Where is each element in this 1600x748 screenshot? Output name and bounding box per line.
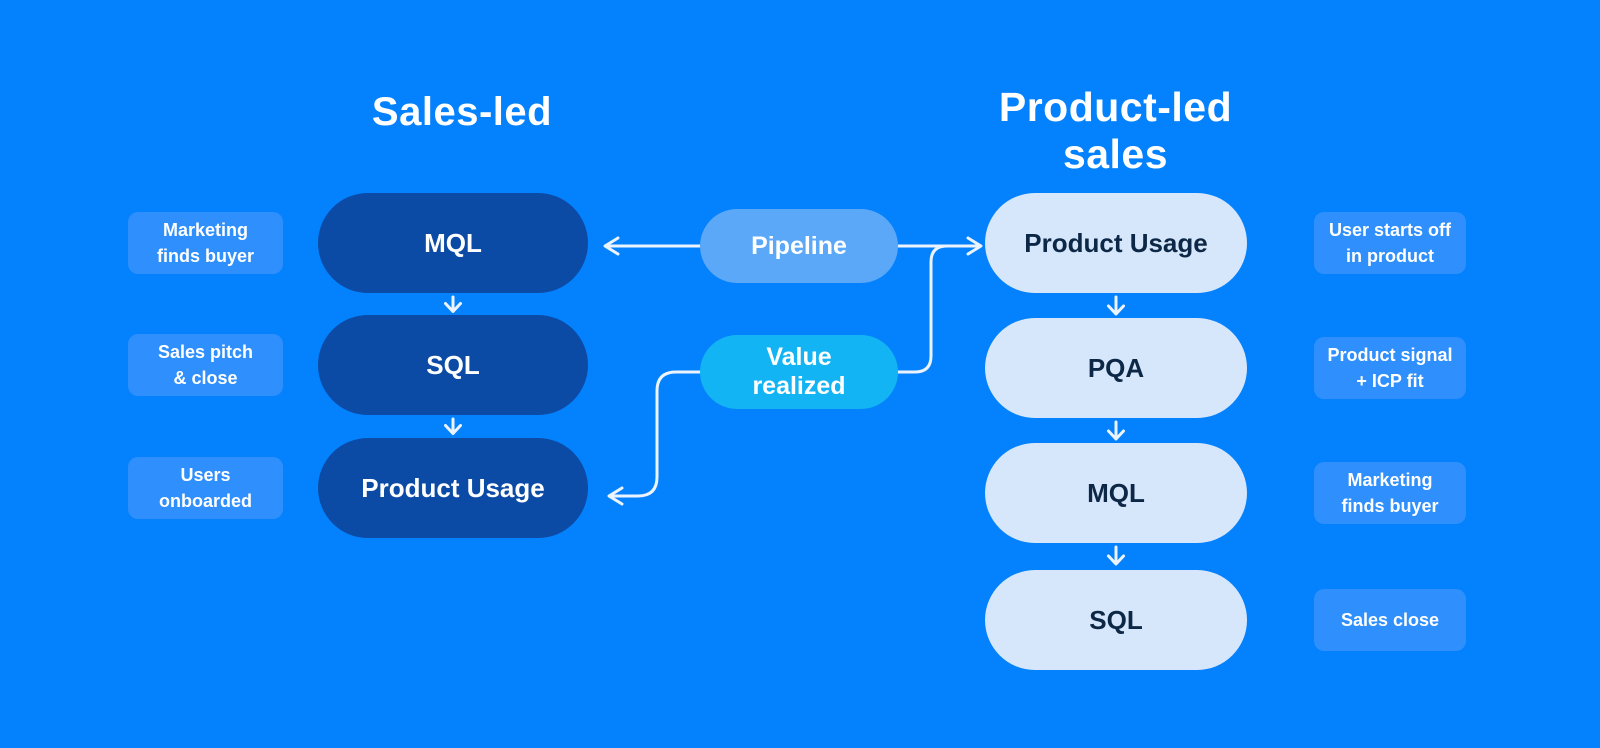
connector-pipeline-to-mql — [603, 236, 702, 256]
arrow-pqa-to-mql — [1107, 420, 1125, 441]
arrow-mql-to-sql-left — [444, 295, 462, 313]
connector-pipeline-to-product-usage — [896, 236, 983, 256]
stage-pill-mql-right: MQL — [985, 443, 1247, 543]
sales-led-title: Sales-led — [371, 90, 553, 134]
arrow-product-usage-to-pqa — [1107, 295, 1125, 316]
note-marketing-finds-buyer-left: Marketing finds buyer — [128, 212, 283, 274]
arrow-sql-to-product-usage-left — [444, 417, 462, 435]
stage-pill-pqa: PQA — [985, 318, 1247, 418]
pipeline-pill: Pipeline — [700, 209, 898, 283]
stage-pill-product-usage-left: Product Usage — [318, 438, 588, 538]
note-product-signal-icp-fit: Product signal + ICP fit — [1314, 337, 1466, 399]
connector-value-merge-branch — [896, 244, 949, 374]
stage-pill-sql-left: SQL — [318, 315, 588, 415]
stage-pill-mql-left: MQL — [318, 193, 588, 293]
stage-pill-product-usage-right: Product Usage — [985, 193, 1247, 293]
value-realized-pill: Value realized — [700, 335, 898, 409]
note-users-onboarded: Users onboarded — [128, 457, 283, 519]
arrow-mql-to-sql-right — [1107, 545, 1125, 566]
stage-pill-sql-right: SQL — [985, 570, 1247, 670]
product-led-title: Product-led sales — [998, 84, 1233, 177]
note-user-starts-in-product: User starts off in product — [1314, 212, 1466, 274]
note-sales-pitch-close: Sales pitch & close — [128, 334, 283, 396]
connector-value-to-product-usage-left — [607, 370, 702, 506]
note-sales-close: Sales close — [1314, 589, 1466, 651]
note-marketing-finds-buyer-right: Marketing finds buyer — [1314, 462, 1466, 524]
